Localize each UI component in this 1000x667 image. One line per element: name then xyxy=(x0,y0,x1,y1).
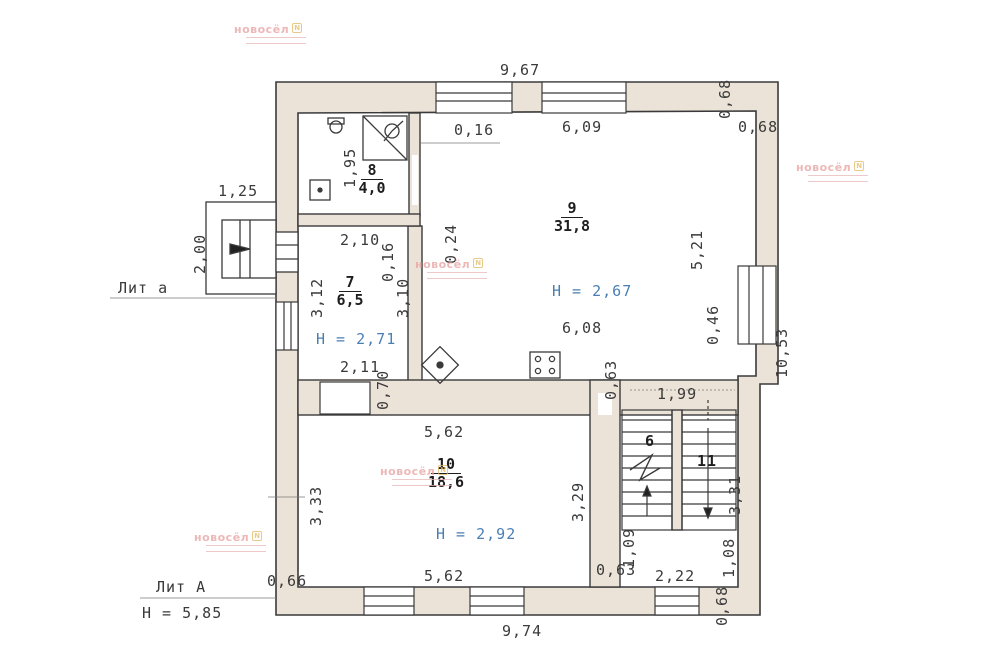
dim-porch-h: 2,00 xyxy=(191,233,209,274)
dim-bottom-total: 9,74 xyxy=(502,622,543,640)
watermark-badge: N xyxy=(473,258,484,268)
room-area: 31,8 xyxy=(553,217,591,236)
height-room-7: H = 2,71 xyxy=(316,330,397,348)
room-number: 8 xyxy=(361,161,383,181)
room-area: 4,0 xyxy=(358,179,386,198)
watermark-subline xyxy=(246,37,306,44)
bathroom-fixtures xyxy=(309,115,408,201)
lit-a-big-label: Лит А xyxy=(156,578,207,596)
watermark-logo: новосёл N xyxy=(234,23,306,44)
exterior-walls xyxy=(275,81,779,616)
watermark-badge: N xyxy=(252,531,263,541)
dim-stair-right-low: 1,08 xyxy=(720,537,738,578)
room-area: 18,6 xyxy=(427,473,465,492)
watermark-logo: новосёл N xyxy=(194,531,266,552)
dim-stair-right: 3,31 xyxy=(726,474,744,515)
room-number: 7 xyxy=(339,273,361,293)
dim-partition-b: 0,16 xyxy=(379,241,397,282)
watermark-text: новосёл xyxy=(380,465,436,478)
building-height-label: H = 5,85 xyxy=(142,604,223,622)
room-number: 9 xyxy=(561,199,583,219)
dim-r8-side: 1,95 xyxy=(341,147,359,188)
entrance-porch xyxy=(205,201,299,295)
kitchen-fixtures xyxy=(420,345,561,385)
dim-r7-bottom: 2,11 xyxy=(340,358,381,376)
dim-wall-70: 0,70 xyxy=(374,369,392,410)
room-8-label: 8 4,0 xyxy=(352,161,392,198)
lit-a-small-label: Лит а xyxy=(118,279,169,297)
watermark-logo: новосёл N xyxy=(796,161,868,182)
dim-r7-right: 3,10 xyxy=(394,277,412,318)
dim-r10-top: 5,62 xyxy=(424,423,465,441)
watermark-subline xyxy=(392,479,452,486)
dim-r7-top: 2,10 xyxy=(340,231,381,249)
room-7-label: 7 6,5 xyxy=(330,273,370,310)
watermark-badge: N xyxy=(292,23,303,33)
dim-stair-left-low: 1,09 xyxy=(620,527,638,568)
room-10-label: 10 18,6 xyxy=(414,455,478,492)
dim-r10-left: 3,33 xyxy=(307,485,325,526)
dim-r10-right: 3,29 xyxy=(569,481,587,522)
dim-top-total: 9,67 xyxy=(500,61,541,79)
door-openings xyxy=(319,155,612,415)
dim-wall-66: 0,66 xyxy=(267,572,308,590)
dim-partition-a: 0,16 xyxy=(454,121,495,139)
dim-r9-lower: 0,46 xyxy=(704,304,722,345)
dim-porch-w: 1,25 xyxy=(218,182,259,200)
dim-r10-bottom: 5,62 xyxy=(424,567,465,585)
dim-wall-68c: 0,68 xyxy=(713,585,731,626)
room-6-label: 6 xyxy=(645,432,656,450)
room-9-label: 9 31,8 xyxy=(542,199,602,236)
watermark-text: новосёл xyxy=(234,23,290,36)
watermark-logo: новосёл N xyxy=(380,465,452,486)
dim-stair-top: 1,99 xyxy=(657,385,698,403)
watermark-subline xyxy=(206,545,266,552)
dim-right-total: 10,53 xyxy=(773,327,791,378)
watermark-subline xyxy=(427,272,487,279)
room-area: 6,5 xyxy=(336,291,364,310)
dimension-lines xyxy=(110,142,735,599)
watermark-badge: N xyxy=(854,161,865,171)
height-room-9: H = 2,67 xyxy=(552,282,633,300)
dim-top-right-b: 0,68 xyxy=(738,118,779,136)
watermark-text: новосёл xyxy=(415,258,471,271)
dim-stair-bottom: 2,22 xyxy=(655,567,696,585)
dim-r9-right: 5,21 xyxy=(688,229,706,270)
watermark-text: новосёл xyxy=(796,161,852,174)
height-room-10: H = 2,92 xyxy=(436,525,517,543)
windows xyxy=(275,81,777,616)
staircase xyxy=(621,400,737,531)
dim-r9-top: 6,09 xyxy=(562,118,603,136)
dim-r9-bottom: 6,08 xyxy=(562,319,603,337)
dim-top-right-a: 0,68 xyxy=(716,78,734,119)
watermark-subline xyxy=(808,175,868,182)
dim-r7-left: 3,12 xyxy=(308,277,326,318)
watermark-logo: новосёл N xyxy=(415,258,487,279)
dim-wall-63b: 0,63 xyxy=(596,561,637,579)
watermark-text: новосёл xyxy=(194,531,250,544)
dim-wall-63a: 0,63 xyxy=(602,359,620,400)
room-11-label: 11 xyxy=(697,452,718,470)
watermark-badge: N xyxy=(438,465,449,475)
